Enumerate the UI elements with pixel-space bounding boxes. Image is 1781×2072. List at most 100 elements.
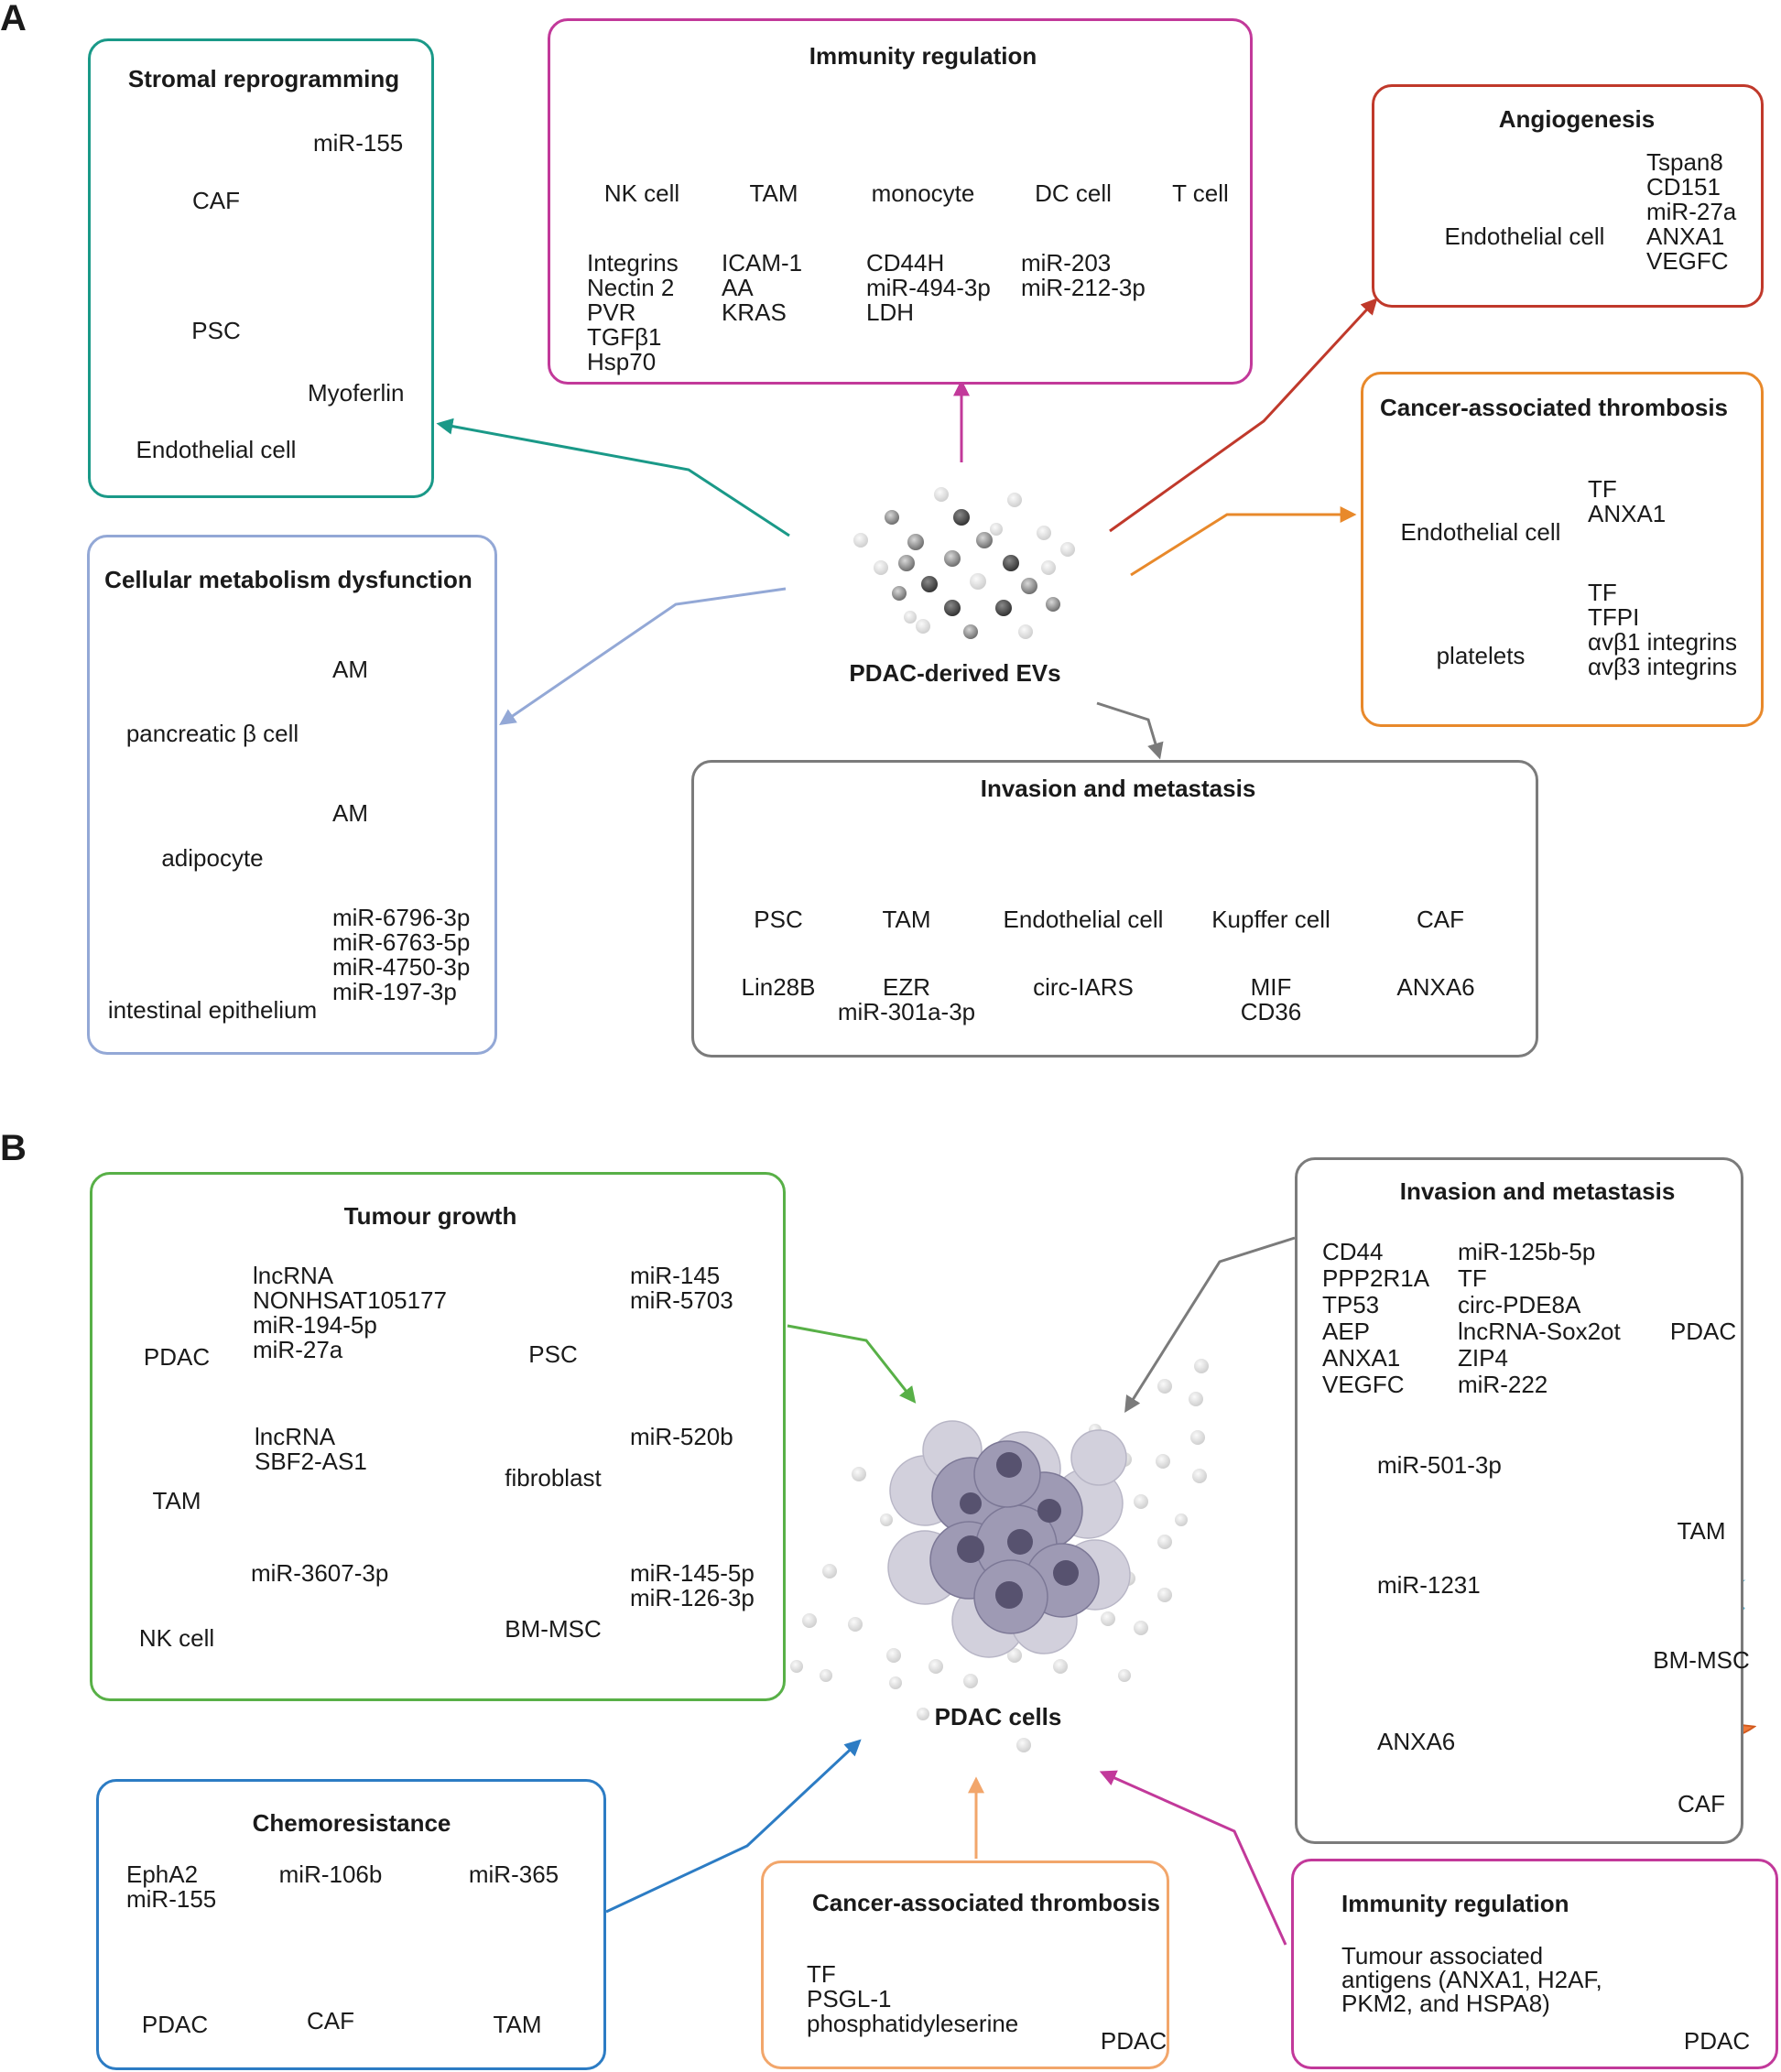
molecule-label: ZIP4 — [1458, 1344, 1508, 1372]
molecule-label: miR-155 — [126, 1885, 217, 1913]
box-title: Cancer-associated thrombosis — [1379, 394, 1729, 421]
molecule-label: VEGFC — [1646, 247, 1729, 275]
molecule-label: miR-126-3p — [630, 1584, 755, 1611]
arrow-from-invasion-b — [1124, 1236, 1296, 1414]
molecule-label: Hsp70 — [587, 348, 657, 375]
arrow-from-immunity-b — [1099, 1770, 1287, 1946]
molecule-label: miR-155 — [313, 129, 404, 157]
cell-label: PSC — [754, 906, 803, 933]
molecule-label: miR-27a — [253, 1336, 343, 1363]
molecule-label: Tspan8 — [1646, 148, 1723, 176]
molecule-label: CD44 — [1322, 1238, 1384, 1265]
cell-label: PDAC — [1100, 2027, 1167, 2055]
arrows-a — [436, 298, 1378, 760]
arrow-to-metabolism — [499, 587, 787, 726]
cell-label: platelets — [1436, 642, 1526, 669]
box-title: Cellular metabolism dysfunction — [104, 566, 472, 593]
box-title: Angiogenesis — [1498, 105, 1656, 133]
cell-label: TAM — [749, 179, 798, 207]
box-title: Stromal reprogramming — [127, 65, 400, 92]
invasion-metastasis-box: Invasion and metastasis PSC TAM Endothel… — [691, 760, 1538, 1058]
molecule-label: miR-203 — [1021, 249, 1112, 277]
molecule-label: LDH — [866, 298, 915, 326]
molecule-label: CD151 — [1646, 173, 1721, 201]
molecule-label: miR-4750-3p — [332, 953, 471, 981]
cell-label: pancreatic β cell — [125, 720, 299, 747]
molecule-label: lncRNA — [253, 1262, 334, 1289]
molecule-label: miR-145 — [630, 1262, 721, 1289]
molecule-label: PVR — [587, 298, 636, 326]
molecule-label: miR-6763-5p — [332, 928, 471, 956]
cell-label: monocyte — [871, 179, 975, 207]
immunity-regulation-box: Immunity regulation NK cell TAM monocyte… — [548, 18, 1253, 385]
molecule-label: antigens (ANXA1, H2AF, — [1341, 1966, 1602, 1993]
cell-label: PSC — [528, 1340, 578, 1368]
cell-label: DC cell — [1035, 179, 1112, 207]
cell-label: NK cell — [603, 179, 680, 207]
cancer-associated-thrombosis-box: Cancer-associated thrombosis Endothelial… — [1361, 372, 1764, 727]
chemoresistance-box: Chemoresistance EphA2 miR-155 miR-106b m… — [96, 1779, 606, 2070]
molecule-label: VEGFC — [1322, 1371, 1405, 1398]
cell-label: intestinal epithelium — [107, 996, 318, 1024]
cell-label: CAF — [307, 2007, 354, 2034]
cell-label: T cell — [1172, 179, 1229, 207]
cell-label: PDAC — [1669, 1318, 1737, 1345]
panel-label-b: B — [0, 1128, 27, 1168]
invasion-metastasis-box: Invasion and metastasis CD44 PPP2R1A TP5… — [1295, 1157, 1750, 1844]
molecule-label: TF — [807, 1960, 836, 1988]
molecule-label: ANXA1 — [1322, 1344, 1401, 1372]
molecule-label: miR-5703 — [630, 1286, 733, 1314]
arrow-to-invasion-a — [1096, 701, 1164, 760]
box-title: Cancer-associated thrombosis — [811, 1889, 1161, 1916]
molecule-label: miR-194-5p — [253, 1311, 377, 1339]
cell-label: PDAC — [141, 2011, 209, 2038]
cell-label: TAM — [1677, 1517, 1726, 1545]
molecule-label: CD36 — [1240, 998, 1302, 1025]
box-title: Chemoresistance — [252, 1809, 451, 1837]
cell-label: BM-MSC — [505, 1615, 602, 1643]
molecule-label: ANXA6 — [1377, 1728, 1456, 1755]
angiogenesis-box: Angiogenesis Endothelial cell Tspan8 CD1… — [1372, 84, 1764, 308]
molecule-label: KRAS — [722, 298, 787, 326]
molecule-label: miR-1231 — [1377, 1571, 1481, 1599]
box-title: Tumour growth — [343, 1202, 517, 1230]
molecule-label: AEP — [1322, 1318, 1371, 1345]
arrow-to-thrombosis-a — [1130, 506, 1357, 577]
box-title: Invasion and metastasis — [1399, 1177, 1676, 1205]
cell-label: PSC — [191, 317, 241, 344]
molecule-label: AM — [332, 799, 368, 827]
molecule-label: ANXA1 — [1646, 222, 1725, 250]
molecule-label: lncRNA-Sox2ot — [1458, 1318, 1621, 1345]
molecule-label: miR-365 — [468, 1860, 559, 1888]
molecule-label: miR-501-3p — [1377, 1451, 1502, 1479]
tumour-growth-box: Tumour growth lncRNA NONHSAT105177 miR-1… — [90, 1172, 786, 1701]
cancer-associated-thrombosis-box: Cancer-associated thrombosis TF PSGL-1 p… — [761, 1860, 1169, 2069]
molecule-label: lncRNA — [255, 1423, 336, 1450]
cell-label: adipocyte — [161, 844, 264, 872]
cell-label: Endothelial cell — [1400, 518, 1561, 546]
cell-label: PDAC — [143, 1343, 211, 1371]
cell-label: CAF — [1678, 1790, 1725, 1817]
cellular-metabolism-dysfunction-box: Cellular metabolism dysfunction AM pancr… — [87, 535, 497, 1055]
arrow-to-angiogenesis — [1109, 298, 1378, 533]
cell-label: TAM — [152, 1487, 201, 1514]
pdac-derived-evs-label: PDAC-derived EVs — [849, 659, 1061, 687]
molecule-label: miR-3607-3p — [251, 1559, 389, 1587]
molecule-label: PKM2, and HSPA8) — [1341, 1990, 1550, 2017]
cell-label: Kupffer cell — [1211, 906, 1330, 933]
molecule-label: EZR — [883, 973, 930, 1001]
molecule-label: Integrins — [587, 249, 679, 277]
molecule-label: MIF — [1250, 973, 1292, 1001]
molecule-label: Tumour associated — [1341, 1942, 1544, 1969]
immunity-regulation-box: Immunity regulation Tumour associated an… — [1291, 1859, 1778, 2069]
molecule-label: EphA2 — [126, 1860, 199, 1888]
molecule-label: miR-494-3p — [866, 274, 991, 301]
box-title: Immunity regulation — [1341, 1890, 1569, 1917]
arrows-b — [605, 1236, 1296, 1946]
molecule-label: PPP2R1A — [1322, 1264, 1430, 1292]
ev-cluster — [853, 487, 1075, 639]
molecule-label: TFPI — [1588, 603, 1640, 631]
molecule-label: phosphatidyleserine — [807, 2010, 1019, 2037]
